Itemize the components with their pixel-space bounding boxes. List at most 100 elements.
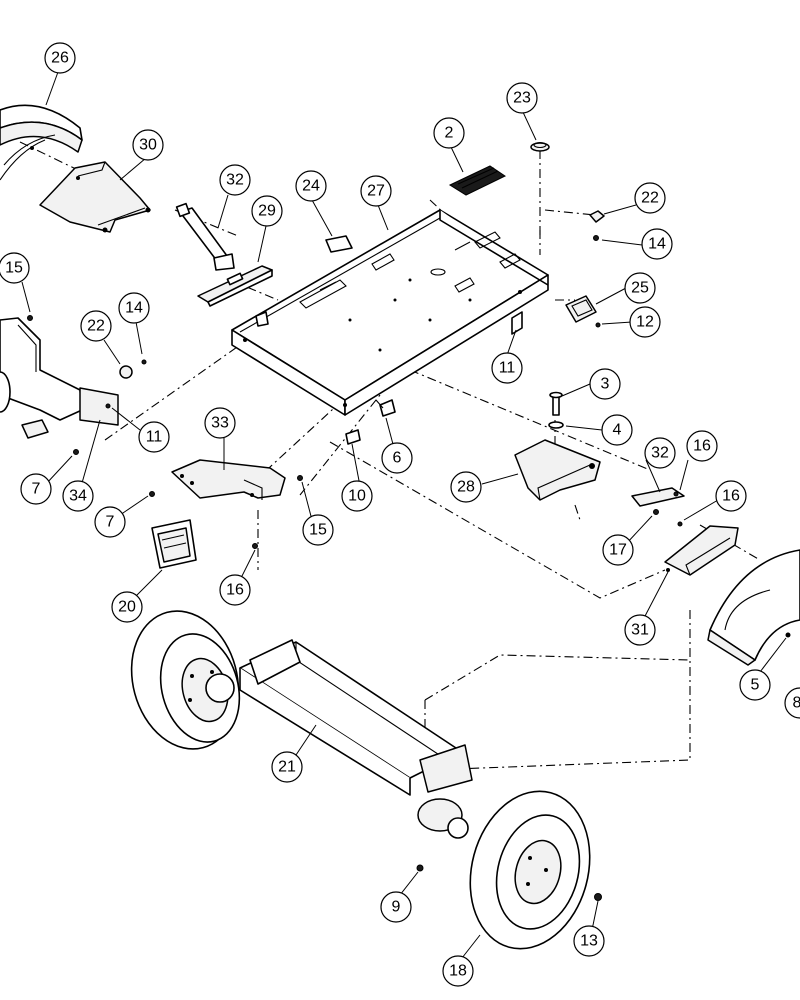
- callout-13: 13: [573, 925, 605, 957]
- callout-20: 20: [111, 591, 143, 623]
- svg-text:23: 23: [513, 90, 531, 107]
- svg-text:7: 7: [106, 514, 115, 531]
- svg-text:32: 32: [226, 172, 244, 189]
- svg-text:25: 25: [631, 280, 649, 297]
- leader-lines: [21, 71, 787, 959]
- callout-11: 11: [138, 421, 170, 453]
- callout-32: 32: [219, 164, 251, 196]
- svg-text:21: 21: [278, 759, 296, 776]
- callout-22: 22: [80, 310, 112, 342]
- fender-bracket-30: [39, 161, 151, 233]
- callouts: 26 30 32 2 23 24 27 29 22 14 15 22 14 25…: [0, 42, 800, 987]
- svg-text:28: 28: [457, 479, 475, 496]
- svg-text:29: 29: [258, 203, 276, 220]
- callout-27: 27: [360, 175, 392, 207]
- callout-3: 3: [589, 368, 621, 400]
- callout-16: 16: [686, 430, 718, 462]
- bracket-29: [197, 265, 273, 307]
- callout-31: 31: [624, 614, 656, 646]
- callout-32: 32: [644, 437, 676, 469]
- svg-text:16: 16: [693, 438, 711, 455]
- svg-text:33: 33: [211, 415, 229, 432]
- callout-16: 16: [219, 574, 251, 606]
- svg-text:26: 26: [51, 50, 69, 67]
- fasteners-right-top: [565, 210, 605, 328]
- svg-text:31: 31: [631, 622, 649, 639]
- callout-18: 18: [442, 955, 474, 987]
- svg-text:16: 16: [226, 582, 244, 599]
- callout-22: 22: [634, 182, 666, 214]
- callout-4: 4: [601, 414, 633, 446]
- callout-24: 24: [295, 170, 327, 202]
- bolts-center: [345, 399, 396, 445]
- callout-9: 9: [380, 891, 412, 923]
- bracket-31: [664, 525, 739, 576]
- callout-34: 34: [62, 480, 94, 512]
- callout-12: 12: [629, 306, 661, 338]
- callout-7: 7: [94, 506, 126, 538]
- assembly-dash-lines: [19, 141, 761, 771]
- callout-5: 5: [739, 669, 771, 701]
- fender-right: [707, 549, 800, 666]
- callout-2: 2: [433, 117, 465, 149]
- decal-24: [325, 235, 353, 253]
- main-frame-27: [231, 209, 549, 416]
- callout-6: 6: [381, 442, 413, 474]
- svg-text:34: 34: [69, 488, 87, 505]
- callout-23: 23: [506, 82, 538, 114]
- callout-33: 33: [204, 407, 236, 439]
- svg-text:9: 9: [392, 899, 401, 916]
- svg-text:11: 11: [146, 429, 163, 446]
- svg-text:4: 4: [613, 422, 622, 439]
- svg-text:12: 12: [636, 314, 654, 331]
- light-20: [151, 519, 197, 569]
- bracket-28-group: [514, 391, 601, 501]
- callout-15: 15: [302, 514, 334, 546]
- svg-text:15: 15: [5, 260, 23, 277]
- callout-26: 26: [44, 42, 76, 74]
- callout-21: 21: [271, 751, 303, 783]
- callout-17: 17: [602, 534, 634, 566]
- svg-text:3: 3: [601, 376, 610, 393]
- svg-text:17: 17: [609, 542, 627, 559]
- svg-text:30: 30: [139, 137, 157, 154]
- wheel-18: [469, 790, 602, 950]
- vent-plate-2: [448, 165, 507, 196]
- svg-text:10: 10: [348, 488, 366, 505]
- strap-32-right: [631, 487, 685, 527]
- callout-8: 8: [784, 687, 800, 719]
- callout-28: 28: [450, 471, 482, 503]
- svg-text:18: 18: [449, 963, 467, 980]
- svg-text:24: 24: [302, 178, 320, 195]
- svg-text:16: 16: [722, 488, 740, 505]
- svg-text:22: 22: [87, 318, 105, 335]
- callout-10: 10: [341, 480, 373, 512]
- svg-text:27: 27: [367, 183, 385, 200]
- svg-text:5: 5: [751, 677, 760, 694]
- svg-text:7: 7: [32, 481, 41, 498]
- strap-32-upper: [175, 202, 235, 271]
- svg-text:14: 14: [125, 300, 143, 317]
- callout-30: 30: [132, 129, 164, 161]
- svg-text:8: 8: [793, 695, 800, 712]
- svg-text:32: 32: [651, 445, 669, 462]
- callout-7: 7: [20, 473, 52, 505]
- svg-text:22: 22: [641, 190, 659, 207]
- cap-23: [530, 141, 550, 152]
- callout-29: 29: [251, 195, 283, 227]
- svg-text:6: 6: [393, 450, 402, 467]
- callout-16: 16: [715, 480, 747, 512]
- callout-15: 15: [0, 252, 30, 284]
- axle-assembly-21: [130, 610, 473, 872]
- svg-text:15: 15: [309, 522, 327, 539]
- callout-14: 14: [118, 292, 150, 324]
- fender-26: [0, 104, 83, 181]
- svg-text:20: 20: [118, 599, 136, 616]
- svg-text:14: 14: [648, 236, 666, 253]
- svg-text:2: 2: [445, 125, 454, 142]
- callout-25: 25: [624, 272, 656, 304]
- callout-11: 11: [491, 352, 523, 384]
- svg-text:13: 13: [580, 933, 598, 950]
- bracket-33: [149, 459, 303, 549]
